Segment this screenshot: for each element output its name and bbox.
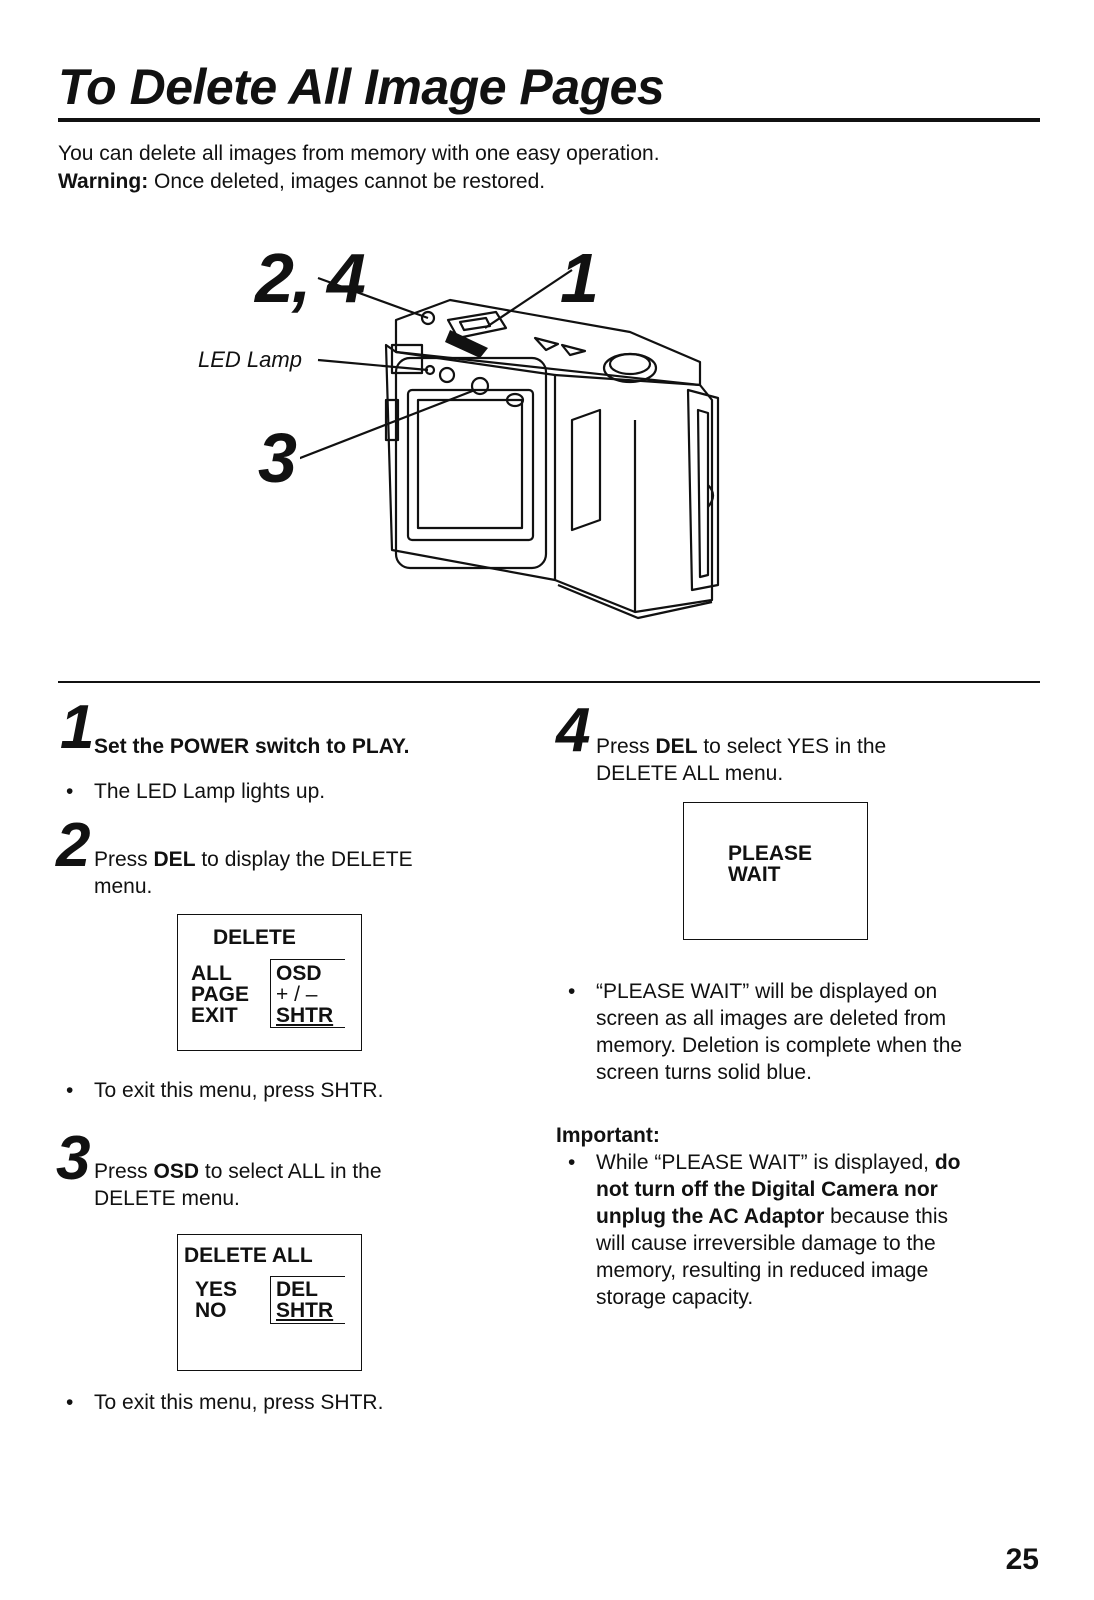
important-bold: unplug the AC Adaptor: [596, 1205, 825, 1228]
important-line-6: storage capacity.: [596, 1286, 754, 1309]
callout-1: 1: [560, 239, 599, 317]
bullet-text: To exit this menu, press SHTR.: [94, 1391, 384, 1414]
important-line-5: memory, resulting in reduced image: [596, 1259, 929, 1282]
step-4-bullet-line: screen as all images are deleted from: [596, 1007, 947, 1030]
delete-menu-screen: DELETE ALL PAGE EXIT OSD + / – SHTR: [177, 914, 362, 1051]
step-2-key: DEL: [153, 848, 196, 871]
important-line-3: unplug the AC Adaptor because this: [596, 1203, 960, 1230]
delete-all-key-bracket: [270, 1276, 345, 1324]
step-2-pre: Press: [94, 848, 154, 871]
step-4-rest: to select YES in the: [697, 735, 887, 758]
step-3-rest2: DELETE menu.: [94, 1187, 240, 1210]
delete-menu-row-exit: EXIT: [191, 1004, 238, 1027]
bullet-text: The LED Lamp lights up.: [94, 780, 326, 803]
led-lamp-label: LED Lamp: [198, 347, 302, 372]
step-3-instruction: Press OSD to select ALL in the DELETE me…: [94, 1158, 382, 1212]
important-line-4: will cause irreversible damage to the: [596, 1232, 936, 1255]
delete-menu-row-all: ALL: [191, 962, 232, 985]
step-2-number: 2: [56, 811, 91, 880]
delete-all-menu-screen: DELETE ALL YES NO DEL SHTR: [177, 1234, 362, 1371]
warning-label: Warning:: [58, 170, 149, 193]
bullet-dot: •: [568, 980, 576, 1003]
delete-menu-key-shtr: SHTR: [276, 1004, 334, 1027]
delete-menu-key-osd: OSD: [276, 962, 322, 985]
important-label: Important:: [556, 1124, 660, 1147]
step-2-rest: to display the DELETE: [195, 848, 413, 871]
bullet-dot: •: [66, 1391, 74, 1414]
step-4-bullet-line: screen turns solid blue.: [596, 1061, 812, 1084]
important-text: While “PLEASE WAIT” is displayed,: [596, 1151, 935, 1174]
step-2-rest2: menu.: [94, 875, 153, 898]
important-line-1: While “PLEASE WAIT” is displayed, do: [596, 1149, 960, 1176]
step-3-number: 3: [56, 1124, 91, 1193]
camera-illustration: [300, 269, 720, 620]
page-title: To Delete All Image Pages: [58, 59, 665, 115]
delete-all-row-yes: YES: [195, 1278, 238, 1301]
step-4-instruction: Press DEL to select YES in the DELETE AL…: [596, 733, 886, 787]
delete-all-menu-title: DELETE ALL: [184, 1244, 313, 1267]
step-4-number: 4: [556, 696, 591, 765]
intro-text: You can delete all images from memory wi…: [58, 142, 660, 165]
warning-body: Once deleted, images cannot be restored.: [148, 170, 546, 193]
delete-menu-key-plusminus: + / –: [276, 983, 318, 1006]
step-4-bullet-line: memory. Deletion is complete when the: [596, 1034, 963, 1057]
callout-2-4: 2, 4: [255, 239, 366, 317]
warning-text: Warning: Once deleted, images cannot be …: [58, 170, 545, 194]
bullet-text: To exit this menu, press SHTR.: [94, 1079, 384, 1102]
delete-menu-key-bracket: [270, 959, 345, 1028]
delete-all-row-no: NO: [195, 1299, 227, 1322]
bullet-dot: •: [568, 1151, 576, 1174]
page-number: 25: [1005, 1543, 1039, 1576]
step-1-instruction: Set the POWER switch to PLAY.: [94, 735, 410, 758]
step-3-key: OSD: [153, 1160, 200, 1183]
step-2-bullet: • To exit this menu, press SHTR.: [66, 1077, 384, 1104]
important-bold: do: [934, 1151, 961, 1174]
callout-3: 3: [258, 419, 297, 497]
important-note: • While “PLEASE WAIT” is displayed, do n…: [568, 1149, 960, 1311]
please-wait-line2: WAIT: [728, 863, 781, 886]
bullet-dot: •: [66, 780, 74, 803]
step-2-instruction: Press DEL to display the DELETE menu.: [94, 846, 413, 900]
section-rule: [58, 681, 1040, 683]
please-wait-screen: PLEASE WAIT: [683, 802, 868, 940]
important-text: because this: [824, 1205, 948, 1228]
bullet-dot: •: [66, 1079, 74, 1102]
step-3-bullet: • To exit this menu, press SHTR.: [66, 1389, 384, 1416]
step-3-pre: Press: [94, 1160, 154, 1183]
delete-all-key-del: DEL: [276, 1278, 318, 1301]
step-4-bullet-line: “PLEASE WAIT” will be displayed on: [596, 980, 938, 1003]
step-4-key: DEL: [655, 735, 698, 758]
please-wait-line1: PLEASE: [728, 842, 813, 865]
step-3-rest: to select ALL in the: [199, 1160, 382, 1183]
step-4-pre: Press: [596, 735, 656, 758]
delete-all-key-shtr: SHTR: [276, 1299, 334, 1322]
delete-menu-title: DELETE: [213, 926, 296, 949]
step-1-bullet: • The LED Lamp lights up.: [66, 778, 326, 805]
step-4-rest2: DELETE ALL menu.: [596, 762, 784, 785]
step-4-bullet: • “PLEASE WAIT” will be displayed on scr…: [568, 978, 963, 1086]
delete-menu-row-page: PAGE: [191, 983, 249, 1006]
title-rule: [58, 118, 1040, 122]
important-line-2: not turn off the Digital Camera nor: [596, 1178, 938, 1201]
step-1-number: 1: [60, 693, 95, 762]
